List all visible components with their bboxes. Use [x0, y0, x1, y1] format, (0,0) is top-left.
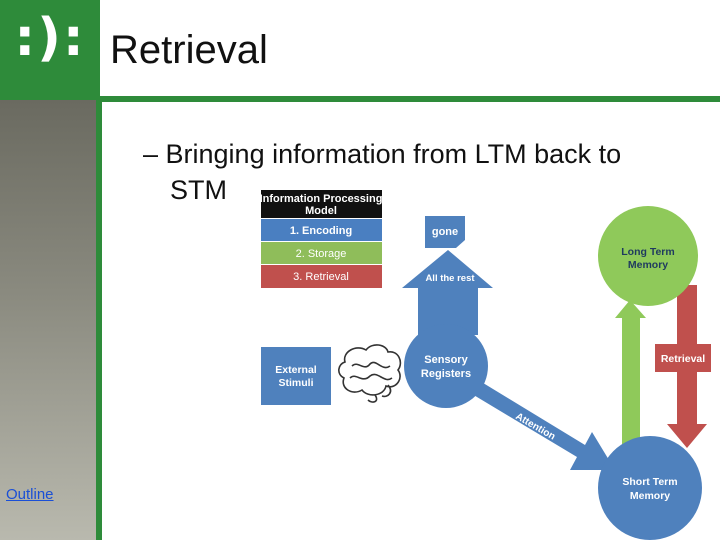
slide-title: Retrieval — [110, 28, 268, 72]
bullet-line-1: – Bringing information from LTM back to — [143, 139, 622, 169]
legend-encoding-label: 1. Encoding — [290, 225, 352, 237]
gone-box — [425, 216, 465, 248]
external-stimuli-line1: External — [275, 364, 317, 376]
sidebar-panel — [0, 100, 96, 540]
legend-storage-box — [261, 242, 382, 264]
bullet-line-2: STM — [170, 175, 227, 205]
all-the-rest-arrow — [402, 250, 493, 335]
attention-arrow — [462, 375, 615, 470]
legend-retrieval-box — [261, 265, 382, 288]
sensory-registers-line1: Sensory — [424, 354, 468, 366]
legend-storage-label: 2. Storage — [296, 248, 347, 260]
legend-title-line1: Information Processing — [260, 193, 383, 205]
legend-retrieval-label: 3. Retrieval — [293, 271, 349, 283]
legend: Information Processing Model 1. Encoding… — [260, 190, 383, 288]
brain-icon — [338, 344, 402, 403]
sensory-registers-node — [404, 324, 488, 408]
retrieval-label-box — [655, 344, 711, 372]
sensory-registers-line2: Registers — [421, 368, 471, 380]
legend-encoding-box — [261, 219, 382, 241]
ltm-line2: Memory — [628, 259, 668, 271]
legend-title-box — [261, 190, 382, 218]
stm-line2: Memory — [630, 490, 670, 502]
gone-label: gone — [432, 226, 458, 238]
stm-line1: Short Term — [622, 476, 677, 488]
bullet-point: – Bringing information from LTM back to … — [143, 136, 703, 208]
long-term-memory-node — [598, 206, 698, 306]
header-divider — [100, 96, 720, 102]
external-stimuli-box — [261, 347, 331, 405]
sidebar-divider — [96, 100, 102, 540]
retrieval-arrow-label: Retrieval — [661, 353, 705, 365]
short-term-memory-node — [598, 436, 702, 540]
external-stimuli-line2: Stimuli — [278, 377, 313, 389]
outline-link[interactable]: Outline — [6, 486, 54, 503]
ltm-line1: Long Term — [621, 246, 674, 258]
storage-arrow — [615, 300, 646, 450]
legend-title-line2: Model — [305, 205, 337, 217]
logo-box: :): — [0, 0, 100, 100]
all-the-rest-label: All the rest — [425, 273, 475, 284]
logo-smiley: :): — [14, 8, 86, 68]
